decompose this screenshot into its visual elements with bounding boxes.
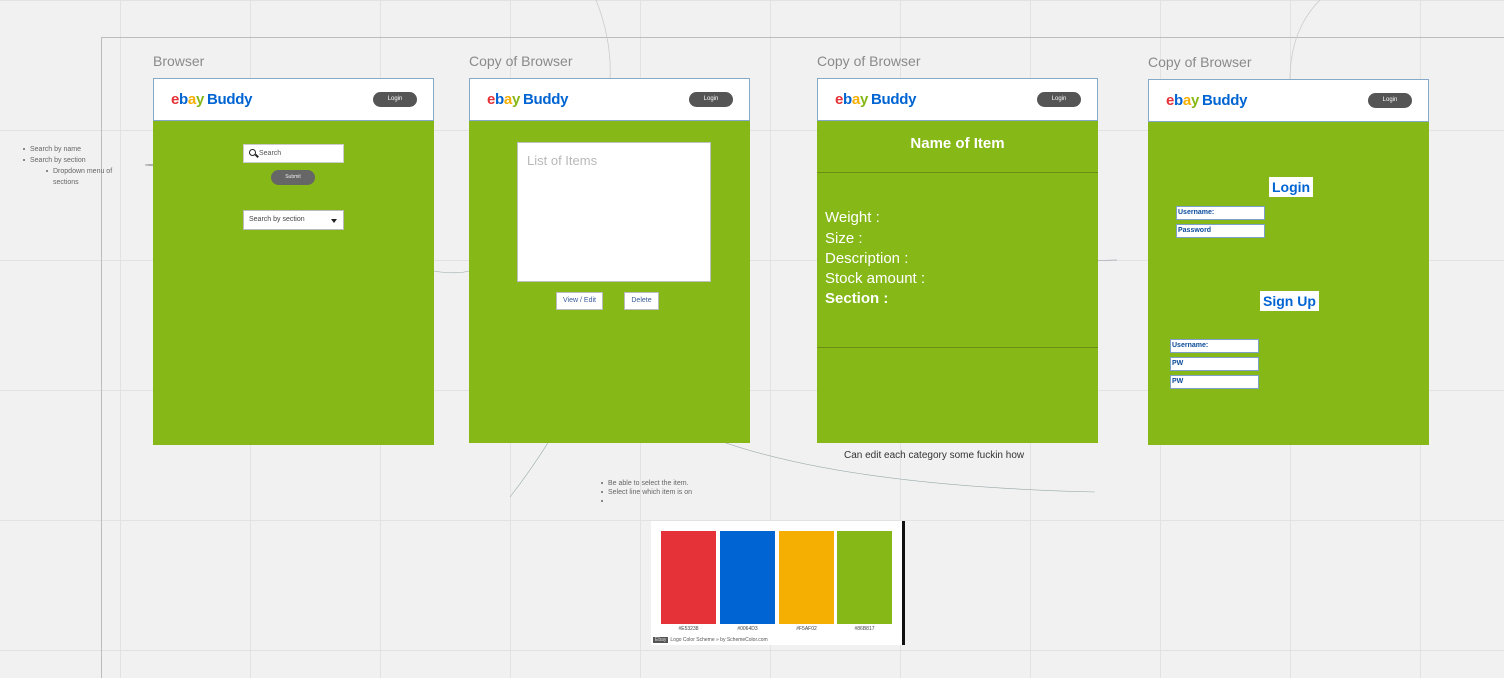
login-button[interactable]: Login [1368, 93, 1412, 108]
frame-title-3: Copy of Browser [817, 53, 921, 69]
login-password-field[interactable]: Password [1176, 224, 1265, 238]
section-label: Section : [825, 290, 889, 307]
frame-title-4: Copy of Browser [1148, 54, 1252, 70]
delete-button[interactable]: Delete [624, 292, 659, 310]
swatch-red [661, 531, 716, 624]
signup-title: Sign Up [1260, 291, 1319, 311]
frame-title-1: Browser [153, 53, 205, 69]
swatch-code: #0064D3 [737, 626, 758, 632]
search-notes: Search by name Search by section Dropdow… [23, 144, 126, 188]
swatch-green [837, 531, 892, 624]
view-edit-button[interactable]: View / Edit [556, 292, 603, 310]
stock-amount-label: Stock amount : [825, 270, 926, 287]
chevron-down-icon [331, 219, 337, 223]
signup-password-field[interactable]: PW [1170, 357, 1259, 371]
login-title: Login [1269, 177, 1314, 197]
list-item: Search by section [23, 155, 126, 166]
list-item: Select line which item is on [601, 487, 692, 498]
swatch-yellow [779, 531, 834, 624]
swatch-code: #F5AF02 [796, 626, 817, 632]
item-name-heading: Name of Item [910, 135, 1005, 152]
search-input[interactable]: Search [243, 144, 344, 163]
size-label: Size : [825, 230, 863, 247]
login-button[interactable]: Login [373, 92, 417, 107]
frame-title-2: Copy of Browser [469, 53, 573, 69]
list-item: Search by name [23, 144, 126, 155]
signup-confirm-password-field[interactable]: PW [1170, 375, 1259, 389]
login-button[interactable]: Login [689, 92, 733, 107]
detail-caption: Can edit each category some fuckin how [844, 450, 1025, 461]
login-username-field[interactable]: Username: [1176, 206, 1265, 220]
swatch-code: #E53238 [678, 626, 699, 632]
swatch-blue [720, 531, 775, 624]
description-label: Description : [825, 250, 909, 267]
list-notes: Be able to select the item. Select line … [601, 478, 692, 507]
weight-label: Weight : [825, 209, 880, 226]
signup-username-field[interactable]: Username: [1170, 339, 1259, 353]
list-item [601, 496, 692, 507]
section-dropdown[interactable]: Search by section [243, 210, 344, 230]
submit-button[interactable]: Submit [271, 170, 315, 185]
login-button[interactable]: Login [1037, 92, 1081, 107]
canvas-frame [101, 37, 1504, 678]
swatch-code: #86B817 [854, 626, 875, 632]
item-details[interactable]: Weight : Size : Description : Stock amou… [817, 172, 1098, 348]
search-icon [249, 149, 256, 156]
list-item: Be able to select the item. [601, 478, 692, 489]
items-list[interactable]: List of Items [517, 142, 711, 282]
list-item: Dropdown menu of sections [23, 166, 126, 188]
